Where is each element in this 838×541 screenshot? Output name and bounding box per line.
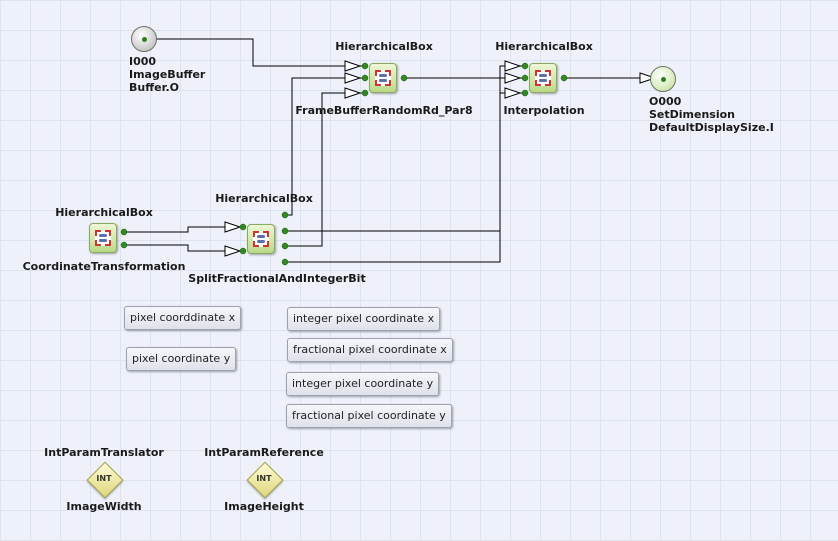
wire — [124, 244, 240, 252]
output-port-label-3: DefaultDisplaySize.I — [649, 121, 774, 134]
input-arrow — [639, 72, 657, 84]
hierarchical-box-icon — [375, 70, 391, 86]
int-param-icon-text: INT — [96, 474, 112, 483]
split-box-name: SplitFractionalAndIntegerBit — [188, 272, 366, 285]
input-port-label-2: ImageBuffer — [129, 68, 206, 81]
wire — [124, 226, 240, 233]
coordinate-transformation-box[interactable] — [89, 223, 117, 253]
note-fractional-pixel-y[interactable]: fractional pixel coordinate y — [286, 404, 452, 428]
param-width-header: IntParamTranslator — [44, 446, 164, 459]
port-dot — [361, 89, 369, 97]
frame-buffer-box[interactable] — [369, 63, 397, 93]
note-integer-pixel-y[interactable]: integer pixel coordinate y — [286, 372, 440, 396]
port-dot — [281, 211, 289, 219]
port-dot — [400, 74, 408, 82]
output-port-label-1: O000 — [649, 95, 682, 108]
port-dot — [361, 74, 369, 82]
input-arrow — [504, 72, 522, 84]
output-port-label-2: SetDimension — [649, 108, 736, 121]
note-pixel-coordinate-y[interactable]: pixel coordinate y — [126, 347, 237, 371]
input-arrow — [224, 221, 242, 233]
wire — [285, 77, 365, 216]
input-port-label-3: Buffer.O — [129, 81, 179, 94]
param-height-name: ImageHeight — [224, 500, 304, 513]
port-center-dot — [661, 77, 666, 82]
note-integer-pixel-x[interactable]: integer pixel coordinate x — [287, 307, 441, 331]
frame-box-header: HierarchicalBox — [335, 40, 433, 53]
split-box-header: HierarchicalBox — [215, 192, 313, 205]
port-dot — [281, 227, 289, 235]
input-arrow — [344, 60, 362, 72]
coord-box-name: CoordinateTransformation — [22, 260, 186, 273]
input-arrow — [344, 72, 362, 84]
coord-box-header: HierarchicalBox — [55, 206, 153, 219]
wire — [285, 65, 525, 232]
wire — [144, 38, 365, 67]
input-arrow — [224, 245, 242, 257]
port-dot — [239, 223, 247, 231]
port-center-dot — [142, 37, 147, 42]
note-pixel-coordinate-x[interactable]: pixel coorddinate x — [124, 306, 242, 330]
param-height-header: IntParamReference — [204, 446, 324, 459]
note-fractional-pixel-x[interactable]: fractional pixel coordinate x — [287, 338, 453, 362]
interpolation-box[interactable] — [529, 63, 557, 93]
wire — [285, 92, 365, 247]
port-dot — [521, 62, 529, 70]
interp-box-name: Interpolation — [503, 104, 585, 117]
input-port-label-1: I000 — [129, 55, 157, 68]
input-arrow — [344, 87, 362, 99]
port-dot — [361, 62, 369, 70]
port-dot — [239, 247, 247, 255]
input-port-i000[interactable] — [131, 26, 157, 52]
int-param-icon-text: INT — [256, 474, 272, 483]
port-dot — [521, 74, 529, 82]
split-fractional-box[interactable] — [247, 224, 275, 254]
hierarchical-box-icon — [95, 230, 111, 246]
port-dot — [521, 89, 529, 97]
port-dot — [281, 258, 289, 266]
frame-box-name: FrameBufferRandomRd_Par8 — [295, 104, 473, 117]
interp-box-header: HierarchicalBox — [495, 40, 593, 53]
hierarchical-box-icon — [535, 70, 551, 86]
input-arrow — [504, 60, 522, 72]
port-dot — [120, 241, 128, 249]
param-width-name: ImageWidth — [66, 500, 142, 513]
wire — [285, 92, 525, 263]
port-dot — [120, 228, 128, 236]
port-dot — [560, 74, 568, 82]
output-port-o000[interactable] — [650, 66, 676, 92]
port-dot — [281, 242, 289, 250]
input-arrow — [504, 87, 522, 99]
hierarchical-box-icon — [253, 231, 269, 247]
